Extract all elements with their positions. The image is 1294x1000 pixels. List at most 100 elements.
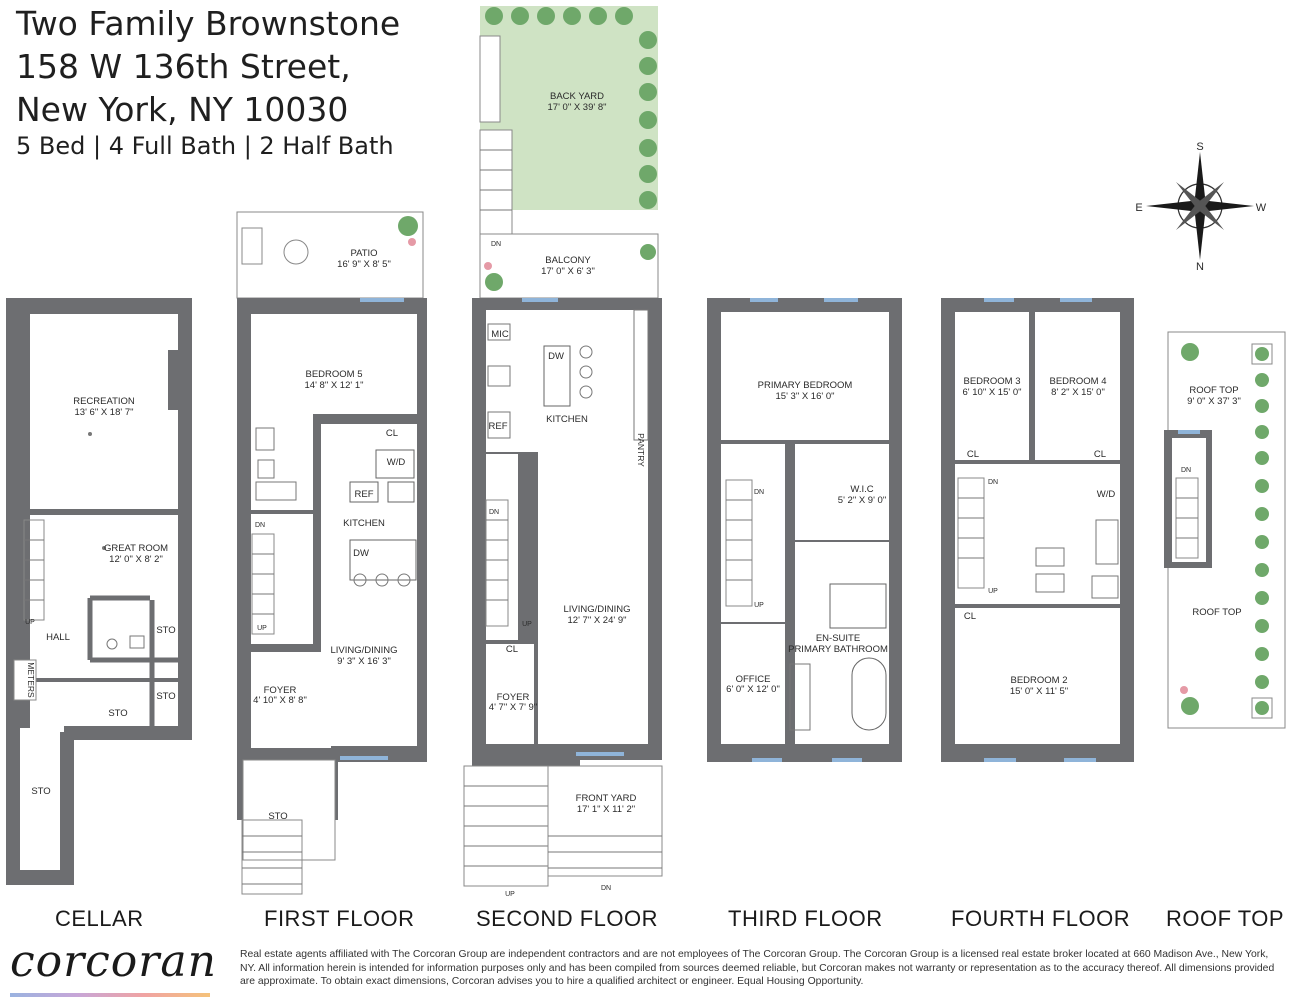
first-floor-plan xyxy=(236,211,427,895)
label-front-yard: FRONT YARD xyxy=(576,793,637,804)
label-wic: W.I.C xyxy=(850,484,873,495)
legal-disclaimer: Real estate agents affiliated with The C… xyxy=(240,949,1275,987)
label-ref-first: REF xyxy=(355,489,374,500)
label-up-second: UP xyxy=(522,621,532,628)
dim-great-room: 12' 0" X 8' 2" xyxy=(109,554,163,565)
label-dn-first: DN xyxy=(255,522,265,529)
dim-living-first: 9' 3" X 16' 3" xyxy=(337,656,391,667)
dim-foyer-second: 4' 7" X 7' 9" xyxy=(489,702,537,713)
dim-office: 6' 0" X 12' 0" xyxy=(726,684,780,695)
label-dn-third: DN xyxy=(754,489,764,496)
dim-recreation: 13' 6" X 18' 7" xyxy=(75,407,134,418)
label-ensuite: EN-SUITE xyxy=(816,633,860,644)
label-cl-first: CL xyxy=(386,428,398,439)
label-up-cellar: UP xyxy=(25,619,35,626)
label-mic: MIC xyxy=(491,329,509,340)
compass-s: S xyxy=(1196,141,1203,153)
label-wd-first: W/D xyxy=(387,457,406,468)
label-up-third: UP xyxy=(754,602,764,609)
dim-bedroom-2: 15' 0" X 11' 5" xyxy=(1010,686,1068,697)
label-foyer-second: FOYER xyxy=(497,692,530,703)
label-sto-cellar-1: STO xyxy=(156,625,175,636)
dim-bedroom-5: 14' 8" X 12' 1" xyxy=(305,380,364,391)
floor-label-roof: ROOF TOP xyxy=(1166,906,1285,931)
label-meters: METERS xyxy=(26,662,36,698)
dim-foyer-first: 4' 10" X 8' 8" xyxy=(253,695,307,706)
label-up-first: UP xyxy=(257,625,267,632)
label-cl-second: CL xyxy=(506,644,518,655)
label-up-front: UP xyxy=(505,891,515,898)
floor-label-cellar: CELLAR xyxy=(55,906,144,931)
compass-e: E xyxy=(1135,202,1142,214)
label-dn-roof: DN xyxy=(1181,467,1191,474)
floor-label-first: FIRST FLOOR xyxy=(264,906,415,931)
compass-n: N xyxy=(1196,261,1204,273)
second-floor-plan xyxy=(463,6,663,887)
dim-living-second: 12' 7" X 24' 9" xyxy=(568,615,627,626)
label-dn-second-2: DN xyxy=(489,509,499,516)
label-sto-cellar-4: STO xyxy=(31,786,50,797)
third-floor-plan xyxy=(707,298,902,762)
label-cl-fourth-2: CL xyxy=(1094,449,1106,460)
label-recreation: RECREATION xyxy=(73,396,135,407)
label-bedroom-5: BEDROOM 5 xyxy=(305,369,362,380)
dim-patio: 16' 9" X 8' 5" xyxy=(337,259,391,270)
label-dn-second-1: DN xyxy=(491,241,501,248)
label-up-fourth: UP xyxy=(988,588,998,595)
listing-address-city: New York, NY 10030 xyxy=(16,90,349,129)
label-kitchen-first: KITCHEN xyxy=(343,518,385,529)
label-cl-fourth-3: CL xyxy=(964,611,976,622)
floor-label-third: THIRD FLOOR xyxy=(728,906,883,931)
dim-wic: 5' 2" X 9' 0" xyxy=(838,495,886,506)
label-back-yard: BACK YARD xyxy=(550,91,604,102)
label-pantry: PANTRY xyxy=(636,433,646,467)
flowers xyxy=(408,238,1188,694)
listing-title: Two Family Brownstone xyxy=(16,4,401,43)
listing-address-street: 158 W 136th Street, xyxy=(16,47,351,86)
label-sto-cellar-2: STO xyxy=(156,691,175,702)
label-ref-second: REF xyxy=(489,421,508,432)
back-yard-trees xyxy=(398,7,1273,719)
label-kitchen-second: KITCHEN xyxy=(546,414,588,425)
dim-roof-top-deck: 9' 0" X 37' 3" xyxy=(1187,396,1241,407)
logo-color-bar xyxy=(10,993,210,997)
label-bedroom-4: BEDROOM 4 xyxy=(1049,376,1106,387)
label-wd-fourth: W/D xyxy=(1097,489,1116,500)
dim-balcony: 17' 0" X 6' 3" xyxy=(541,266,595,277)
dim-bedroom-3: 6' 10" X 15' 0" xyxy=(963,387,1022,398)
label-dn-front: DN xyxy=(601,885,611,892)
label-dw-second: DW xyxy=(548,351,564,362)
room-labels: RECREATION 13' 6" X 18' 7" GREAT ROOM 12… xyxy=(25,91,1242,898)
cellar-plan xyxy=(6,298,192,885)
dim-front-yard: 17' 1" X 11' 2" xyxy=(577,804,635,815)
label-patio: PATIO xyxy=(350,248,377,259)
label-dw-first: DW xyxy=(353,548,369,559)
label-roof-top-area: ROOF TOP xyxy=(1192,607,1241,618)
label-bedroom-2: BEDROOM 2 xyxy=(1010,675,1067,686)
label-cl-fourth-1: CL xyxy=(967,449,979,460)
label-sto-first: STO xyxy=(268,811,287,822)
label-living-second: LIVING/DINING xyxy=(563,604,630,615)
label-office: OFFICE xyxy=(736,674,771,685)
floor-label-fourth: FOURTH FLOOR xyxy=(951,906,1131,931)
floor-label-second: SECOND FLOOR xyxy=(476,906,659,931)
label-great-room: GREAT ROOM xyxy=(104,543,168,554)
dim-bedroom-4: 8' 2" X 15' 0" xyxy=(1051,387,1105,398)
label-dn-fourth: DN xyxy=(988,479,998,486)
compass-w: W xyxy=(1256,202,1267,214)
label-primary-bedroom: PRIMARY BEDROOM xyxy=(758,380,853,391)
roof-top-plan xyxy=(1164,331,1286,729)
fourth-floor-plan xyxy=(941,298,1134,762)
label-primary-bathroom: PRIMARY BATHROOM xyxy=(788,644,888,655)
compass-rose: S N E W xyxy=(1135,141,1266,273)
dim-back-yard: 17' 0" X 39' 8" xyxy=(548,102,607,113)
dim-primary-bedroom: 15' 3" X 16' 0" xyxy=(776,391,835,402)
label-sto-cellar-3: STO xyxy=(108,708,127,719)
label-bedroom-3: BEDROOM 3 xyxy=(963,376,1020,387)
label-living-first: LIVING/DINING xyxy=(330,645,397,656)
label-foyer-first: FOYER xyxy=(264,685,297,696)
label-hall: HALL xyxy=(46,632,70,643)
listing-summary: 5 Bed | 4 Full Bath | 2 Half Bath xyxy=(16,132,394,160)
label-roof-top-deck: ROOF TOP xyxy=(1189,385,1238,396)
label-balcony: BALCONY xyxy=(545,255,591,266)
